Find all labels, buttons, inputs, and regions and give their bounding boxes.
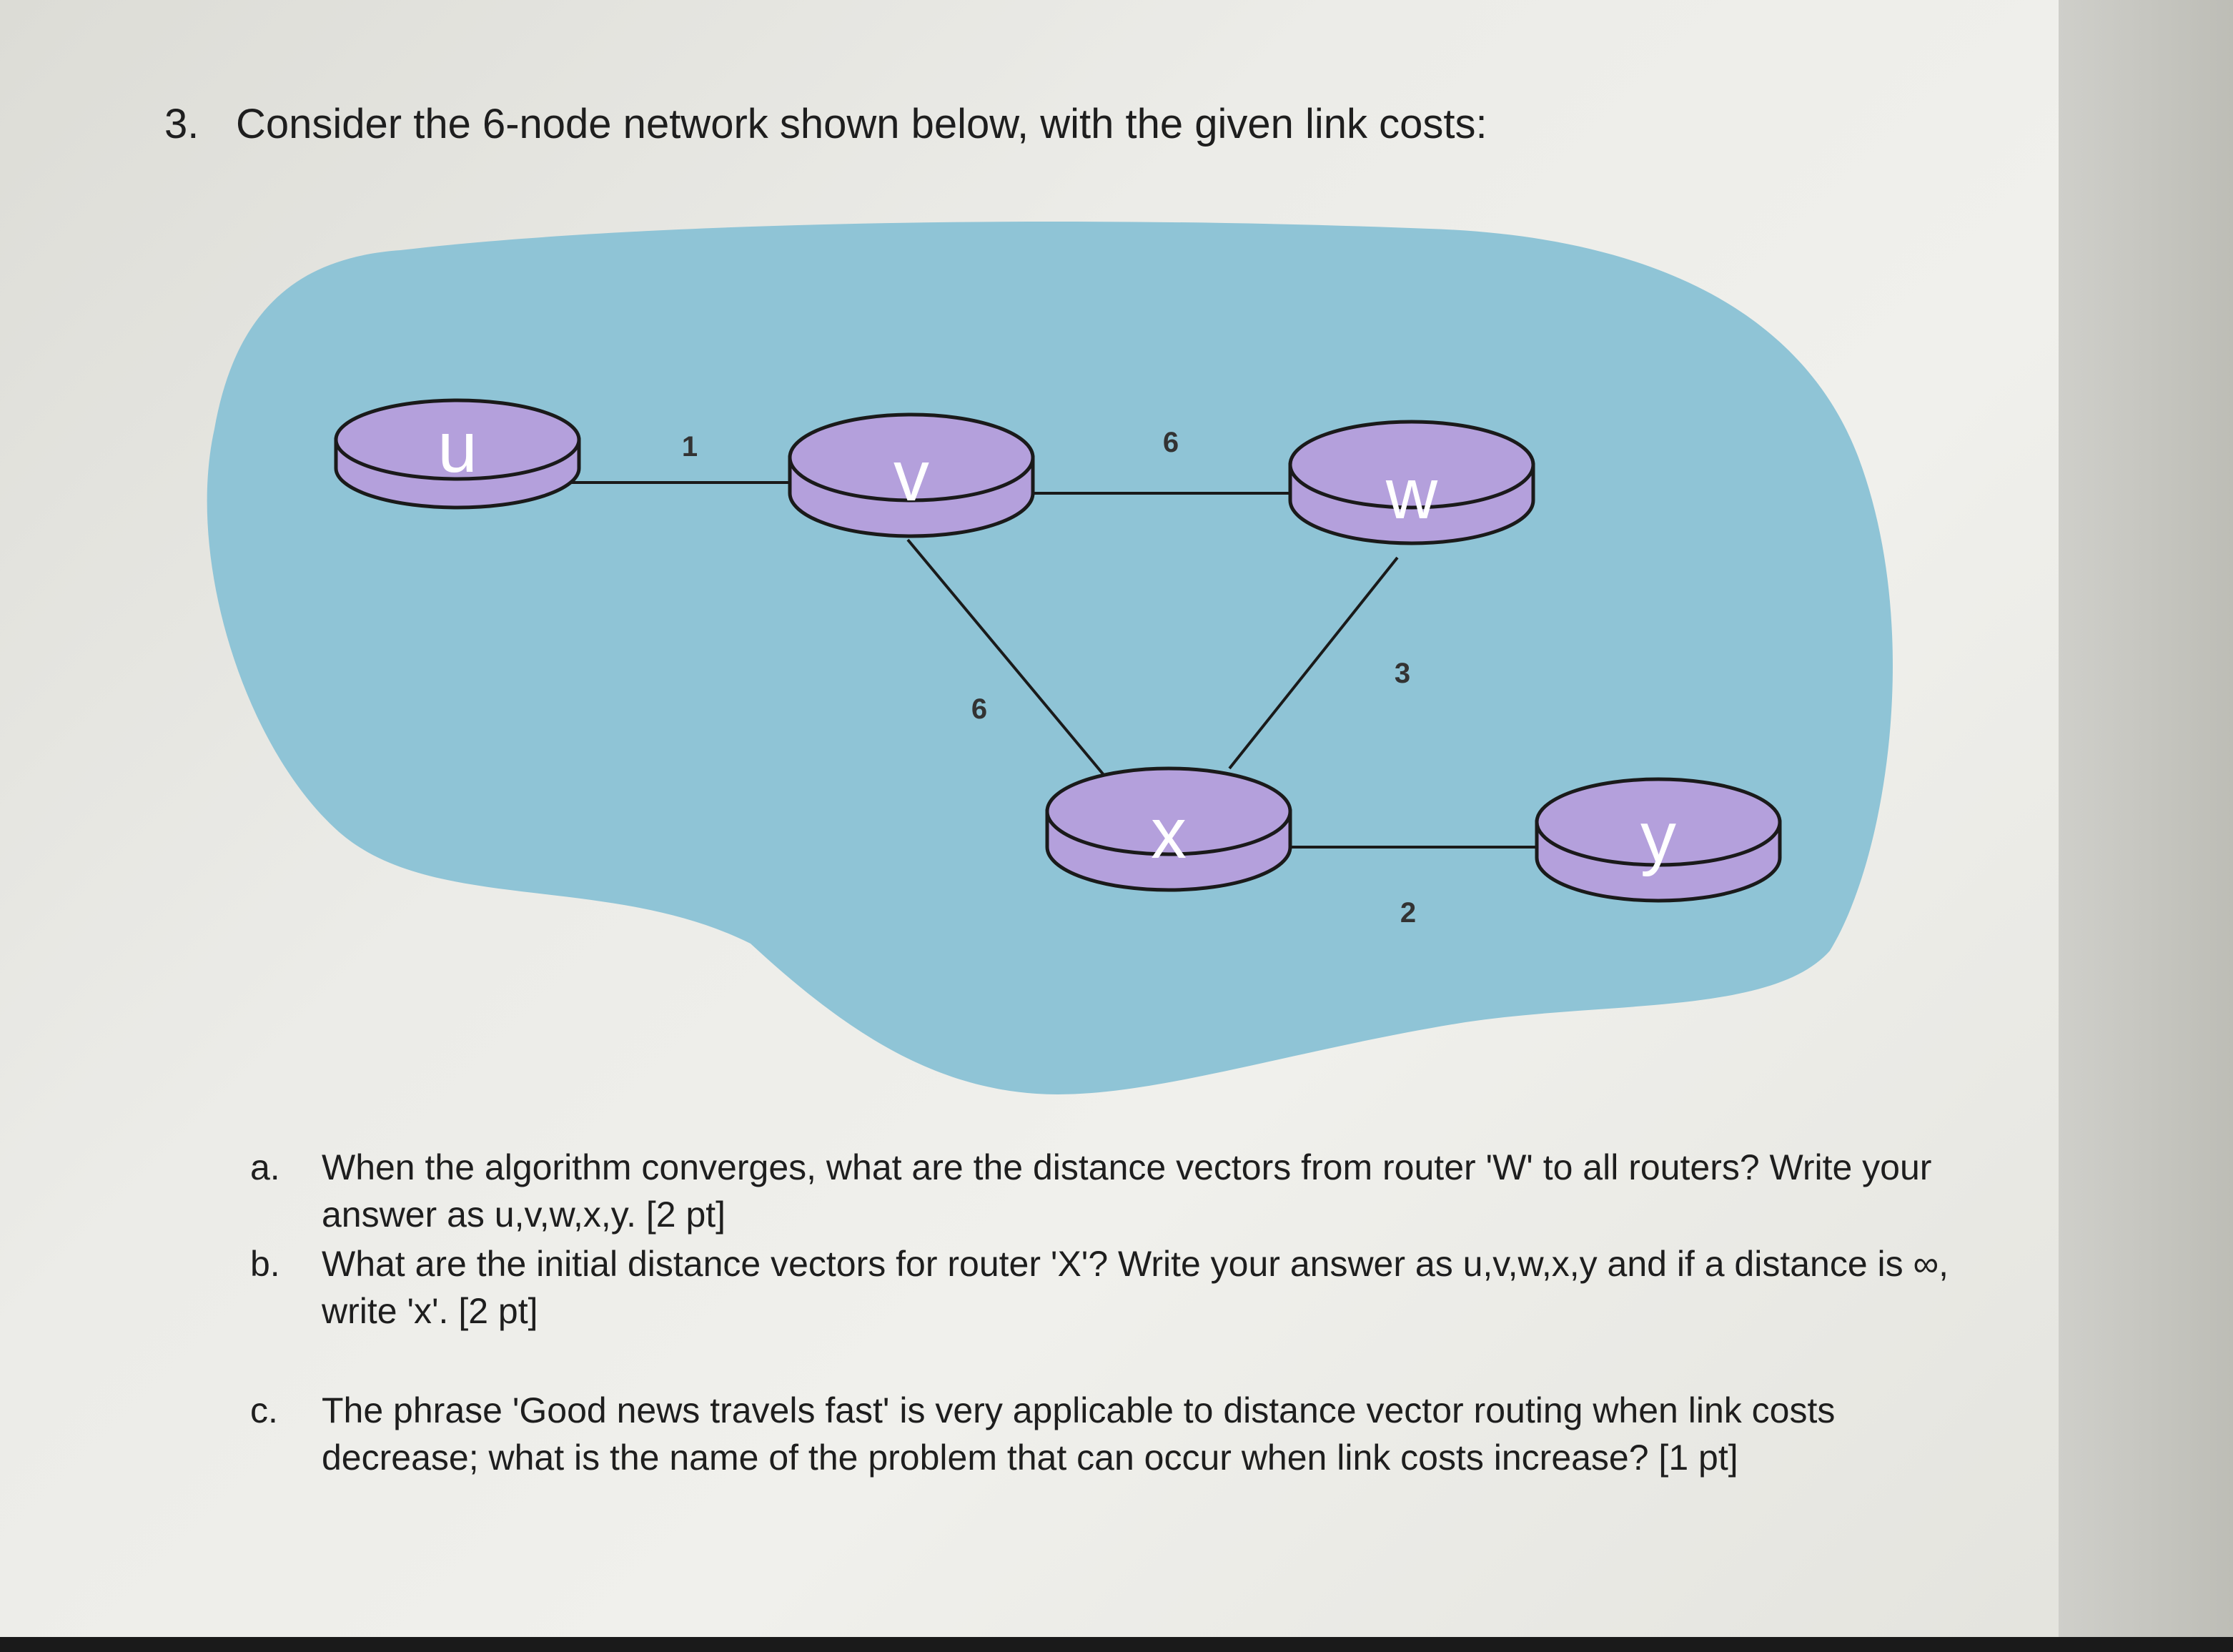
question-text: Consider the 6-node network shown below,… xyxy=(236,101,1487,147)
cost-x-y: 2 xyxy=(1400,897,1416,929)
cost-w-x: 3 xyxy=(1395,658,1410,689)
router-v: v xyxy=(788,412,1035,538)
subquestion-a-text: When the algorithm converges, what are t… xyxy=(322,1147,1932,1235)
network-cloud xyxy=(207,222,1893,1094)
subquestion-c: c. The phrase 'Good news travels fast' i… xyxy=(250,1387,2001,1481)
router-w-label: w xyxy=(1385,454,1438,534)
router-y-label: y xyxy=(1640,797,1676,877)
subquestion-b-text: What are the initial distance vectors fo… xyxy=(322,1244,1949,1331)
router-u-label: u xyxy=(437,407,477,488)
bottom-edge xyxy=(0,1637,2233,1652)
subquestion-c-letter: c. xyxy=(250,1390,278,1430)
question-title: 3. Consider the 6-node network shown belo… xyxy=(164,100,1487,148)
cost-u-v: 1 xyxy=(682,431,698,463)
router-u: u xyxy=(334,398,581,510)
subquestion-a-letter: a. xyxy=(250,1147,280,1187)
cost-v-x: 6 xyxy=(971,693,987,725)
router-y: y xyxy=(1535,777,1782,903)
subquestion-b: b. What are the initial distance vectors… xyxy=(250,1240,2001,1335)
router-x: x xyxy=(1045,766,1292,892)
cost-v-w: 6 xyxy=(1163,427,1179,458)
page-edge xyxy=(2059,0,2233,1652)
question-number: 3. xyxy=(164,101,199,147)
link-w-x xyxy=(1228,556,1399,770)
router-v-label: v xyxy=(893,436,929,516)
link-v-x xyxy=(906,538,1106,777)
subquestion-a: a. When the algorithm converges, what ar… xyxy=(250,1144,2001,1238)
router-x-label: x xyxy=(1151,793,1187,874)
subquestion-c-text: The phrase 'Good news travels fast' is v… xyxy=(322,1390,1836,1478)
router-w: w xyxy=(1288,420,1535,545)
subquestion-b-letter: b. xyxy=(250,1244,280,1284)
